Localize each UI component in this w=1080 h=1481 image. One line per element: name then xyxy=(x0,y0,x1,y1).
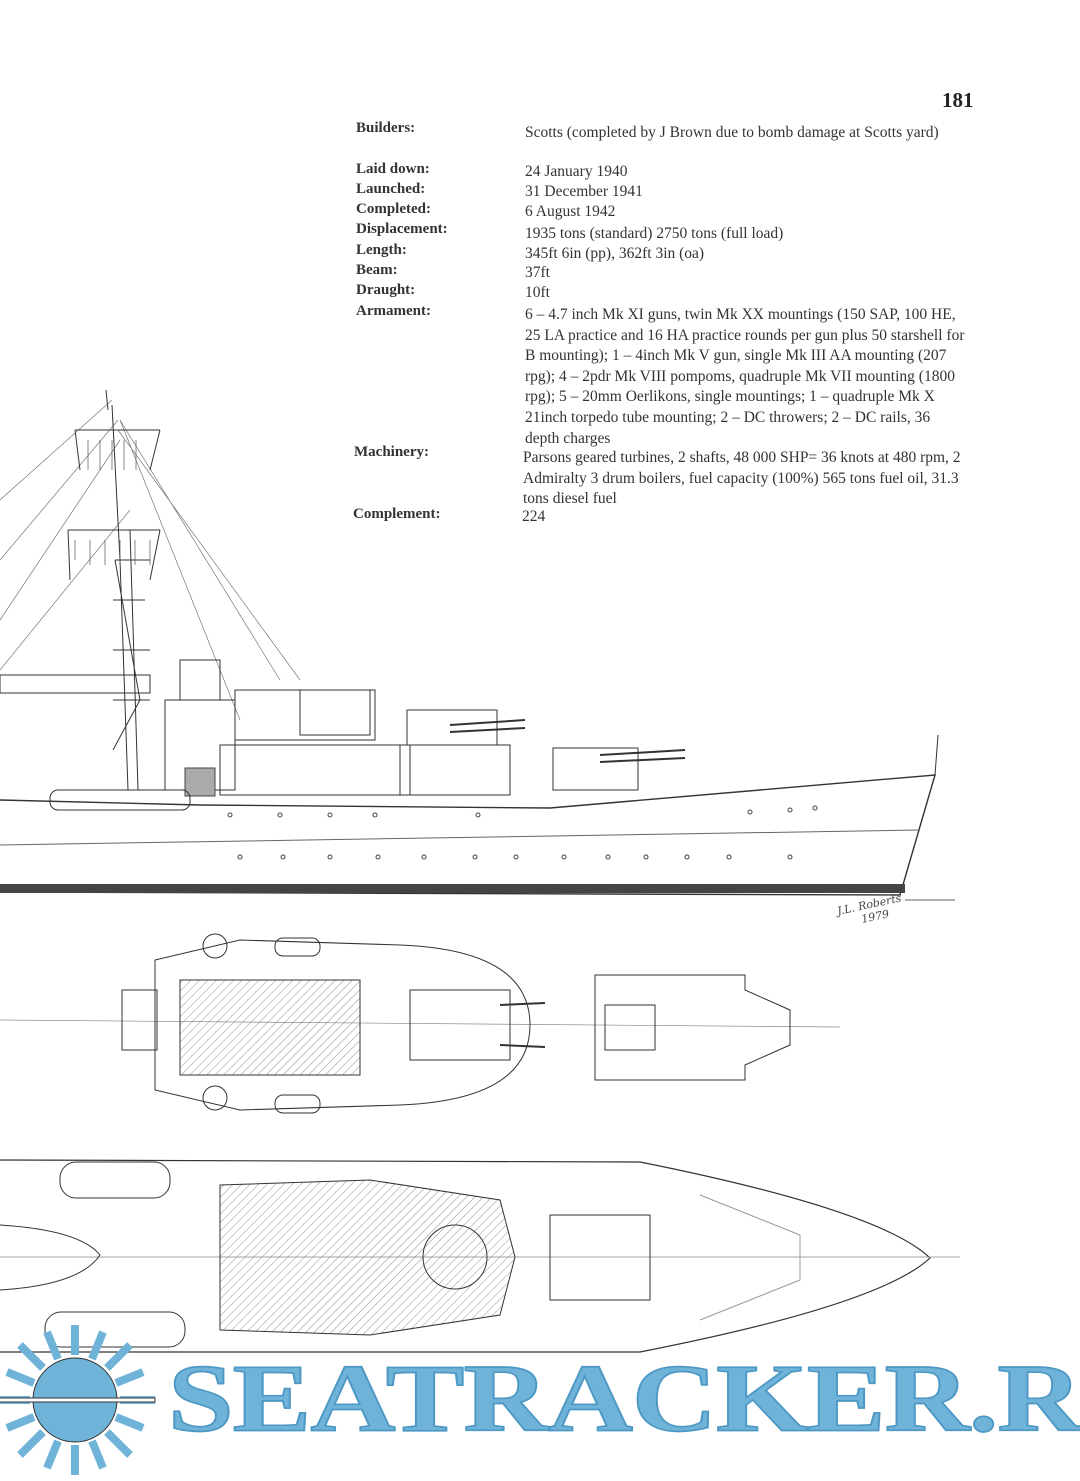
spec-value: 1935 tons (standard) 2750 tons (full loa… xyxy=(525,225,784,242)
spec-label: Draught: xyxy=(356,282,416,298)
page-number: 181 xyxy=(942,88,974,112)
spec-value: 6 – 4.7 inch Mk XI guns, twin Mk XX moun… xyxy=(525,306,965,447)
spec-label: Machinery: xyxy=(354,444,429,460)
spec-label: Beam: xyxy=(356,262,398,278)
spec-label: Laid down: xyxy=(356,161,430,177)
spec-label: Completed: xyxy=(356,201,431,217)
ship-plan-view-lower xyxy=(0,1159,960,1353)
spec-value: 37ft xyxy=(525,264,550,281)
spec-value: Scotts (completed by J Brown due to bomb… xyxy=(525,124,939,141)
spec-value: Parsons geared turbines, 2 shafts, 48 00… xyxy=(523,449,961,508)
spec-value: 224 xyxy=(522,508,546,525)
spec-label: Length: xyxy=(356,242,407,258)
watermark: SEATRACKER.RU xyxy=(167,1344,1080,1453)
spec-label: Armament: xyxy=(356,303,431,319)
spec-label: Launched: xyxy=(356,181,426,197)
spec-value: 10ft xyxy=(525,284,550,301)
spec-label: Complement: xyxy=(353,506,441,522)
spec-value: 345ft 6in (pp), 362ft 3in (oa) xyxy=(525,245,705,262)
ship-profile-view xyxy=(0,389,955,901)
spec-value: 31 December 1941 xyxy=(525,183,643,200)
spec-value: 6 August 1942 xyxy=(525,203,616,220)
ship-plan-view-upper xyxy=(0,933,841,1114)
sun-logo-icon xyxy=(0,1325,156,1475)
spec-label: Displacement: xyxy=(356,221,448,237)
spec-value: 24 January 1940 xyxy=(525,163,628,180)
spec-label: Builders: xyxy=(356,120,416,136)
